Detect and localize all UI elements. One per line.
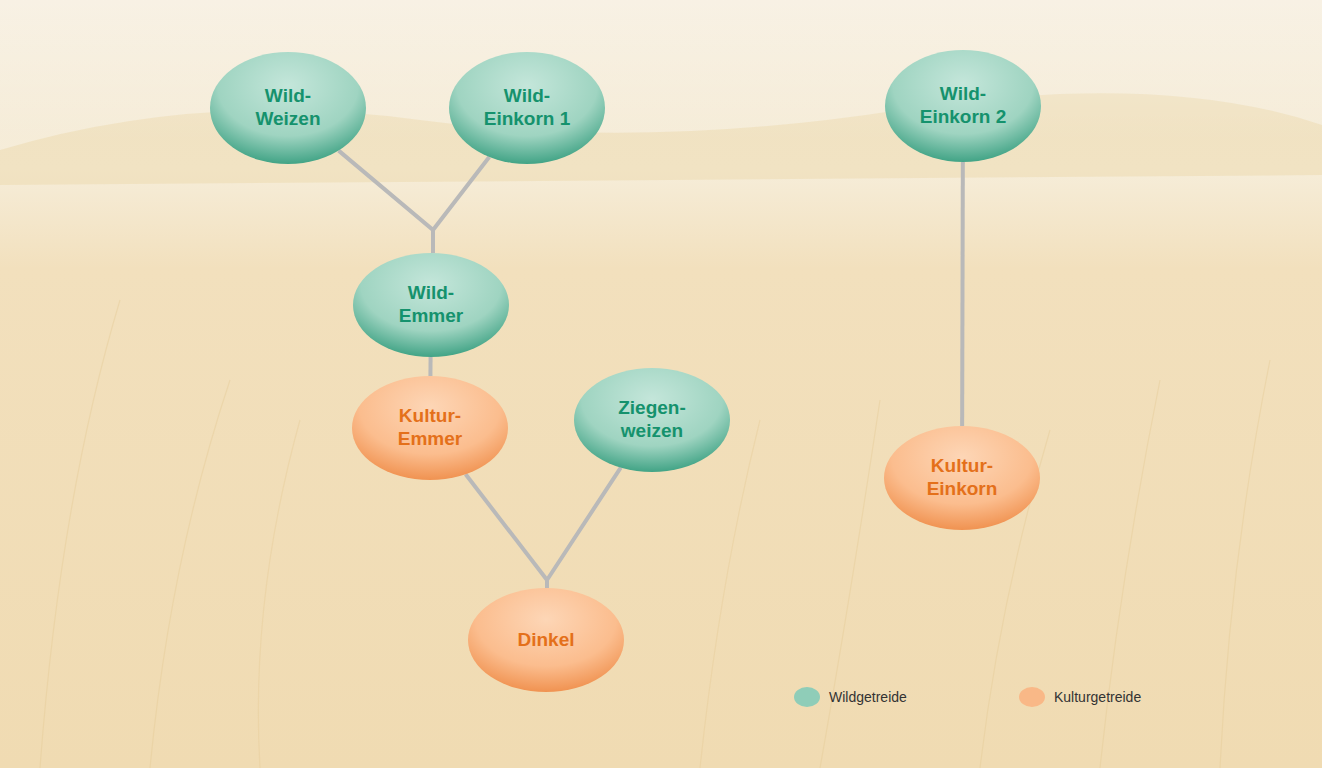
lineage-line: [960, 162, 965, 426]
node-label: Ziegen- weizen: [600, 397, 704, 443]
grain-ellipse: Kultur- Einkorn: [884, 426, 1040, 530]
node-label: Dinkel: [494, 629, 598, 652]
node-label: Wild- Emmer: [379, 282, 483, 328]
lineage-line: [547, 468, 621, 588]
grain-ellipse: Dinkel: [468, 588, 624, 692]
grain-ellipse: Kultur- Emmer: [352, 376, 508, 480]
lineage-line: [428, 357, 432, 376]
legend-swatch: [793, 686, 821, 708]
lineage-line: [339, 151, 433, 253]
legend-label: Kulturgetreide: [1054, 689, 1141, 705]
legend-entry: Kulturgetreide: [1018, 686, 1141, 708]
legend-label: Wildgetreide: [829, 689, 907, 705]
legend-entry: Wildgetreide: [793, 686, 907, 708]
grain-ellipse: Wild- Einkorn 2: [885, 50, 1041, 162]
node-label: Wild- Weizen: [236, 85, 340, 131]
node-label: Wild- Einkorn 2: [911, 83, 1015, 129]
node-label: Kultur- Einkorn: [910, 455, 1014, 501]
grain-ellipse: Wild- Einkorn 1: [449, 52, 605, 164]
grain-ellipse: Wild- Emmer: [353, 253, 509, 357]
node-label: Kultur- Emmer: [378, 405, 482, 451]
grain-ellipse: Ziegen- weizen: [574, 368, 730, 472]
lineage-line: [466, 474, 547, 588]
node-label: Wild- Einkorn 1: [475, 85, 579, 131]
lineage-line: [433, 157, 489, 253]
grain-ellipse: Wild- Weizen: [210, 52, 366, 164]
legend-swatch: [1018, 686, 1046, 708]
